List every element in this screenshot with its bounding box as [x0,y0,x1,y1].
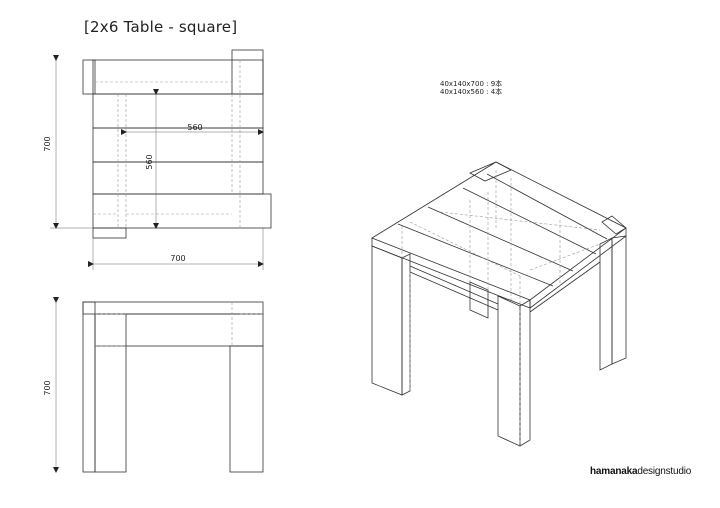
parts-list-item: 40x140x560 : 4本 [440,88,503,96]
parts-list: 40x140x700 : 9本 40x140x560 : 4本 [440,80,502,96]
dim-inner-vertical: 560 [145,154,154,169]
drawing-title: [2x6 Table - square] [84,18,238,36]
top-view: 700 700 560 560 [43,49,272,270]
brand-bold: hamanaka [590,466,638,477]
isometric-view [371,161,627,447]
dim-top-height: 700 [43,136,52,151]
parts-list-item: 40x140x700 : 9本 [440,80,503,88]
side-view: 700 [43,297,264,473]
dim-inner-horizontal: 560 [187,123,202,132]
dim-side-height: 700 [43,380,52,395]
dim-top-width: 700 [170,254,185,263]
brand-logo: hamanakadesignstudio [590,466,691,477]
brand-light: designstudio [637,466,692,477]
